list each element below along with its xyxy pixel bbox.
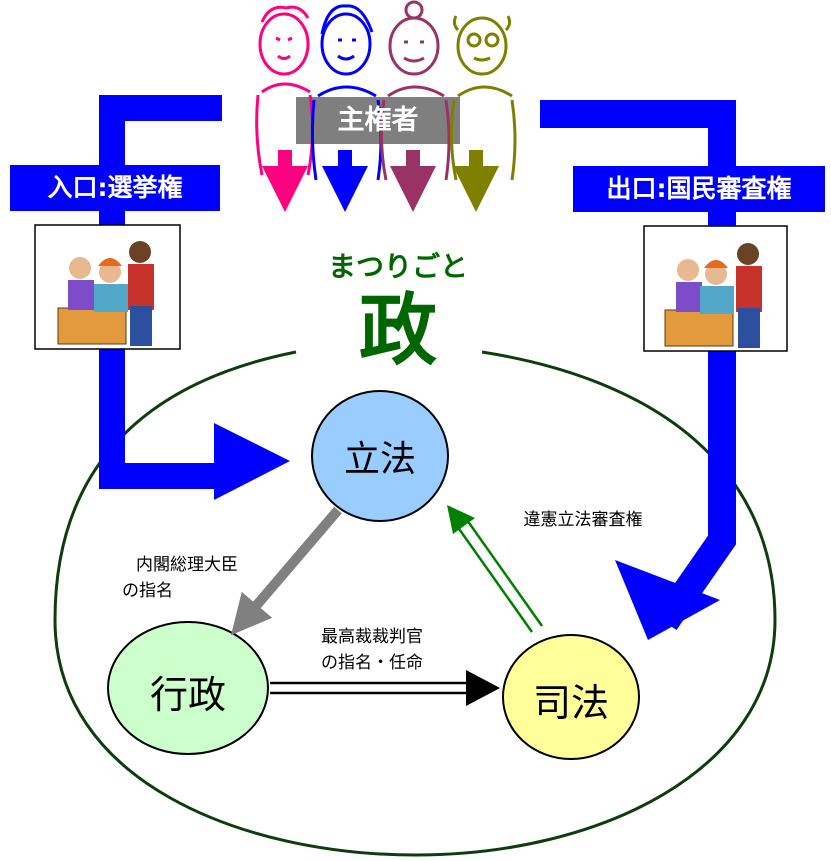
entrance-label: 入口:選挙権 xyxy=(10,165,220,211)
legislative-label: 立法 xyxy=(343,439,416,480)
justice-appointment-line1: 最高裁裁判官 xyxy=(321,627,423,647)
justice-appointment-line2: の指名・任命 xyxy=(321,653,423,673)
entrance-arrowhead xyxy=(214,423,290,500)
government-reading: まつりごと xyxy=(327,250,468,283)
person-olive-icon xyxy=(449,15,517,181)
executive-label: 行政 xyxy=(149,673,226,717)
judicial-review-label: 違憲立法審査権 xyxy=(523,510,643,530)
voting-clipart-icon xyxy=(643,225,788,352)
olive-down-arrow xyxy=(453,150,499,212)
person-purple-icon xyxy=(379,0,451,181)
judicial-label: 司法 xyxy=(532,681,609,725)
pm-nomination-line1: 内閣総理大臣 xyxy=(136,555,238,575)
exit-arrowhead xyxy=(615,560,720,640)
blue-down-arrow xyxy=(322,150,368,212)
judicial-node xyxy=(502,634,640,760)
justice-appointment-arrow xyxy=(270,670,500,706)
judicial-review-arrow xyxy=(447,505,544,633)
executive-node xyxy=(107,621,269,755)
pm-nomination-line2: の指名 xyxy=(122,581,173,601)
voting-clipart-icon xyxy=(34,224,181,350)
justice-appointment-label: 最高裁裁判官 の指名・任命 xyxy=(292,624,452,676)
government-ellipse xyxy=(53,350,777,857)
pm-nomination-arrow xyxy=(231,506,342,636)
exit-label: 出口:国民審査権 xyxy=(573,166,825,212)
purple-down-arrow xyxy=(390,150,436,212)
entrance-arrowhead-shadow xyxy=(214,438,250,478)
legislative-node xyxy=(311,390,449,522)
pm-nomination-label: 内閣総理大臣 の指名 xyxy=(112,552,262,604)
pink-down-arrow xyxy=(262,150,308,212)
person-pink-icon xyxy=(255,5,315,176)
government-kanji: 政 xyxy=(358,286,437,376)
sovereign-label: 主権者 xyxy=(337,105,419,136)
